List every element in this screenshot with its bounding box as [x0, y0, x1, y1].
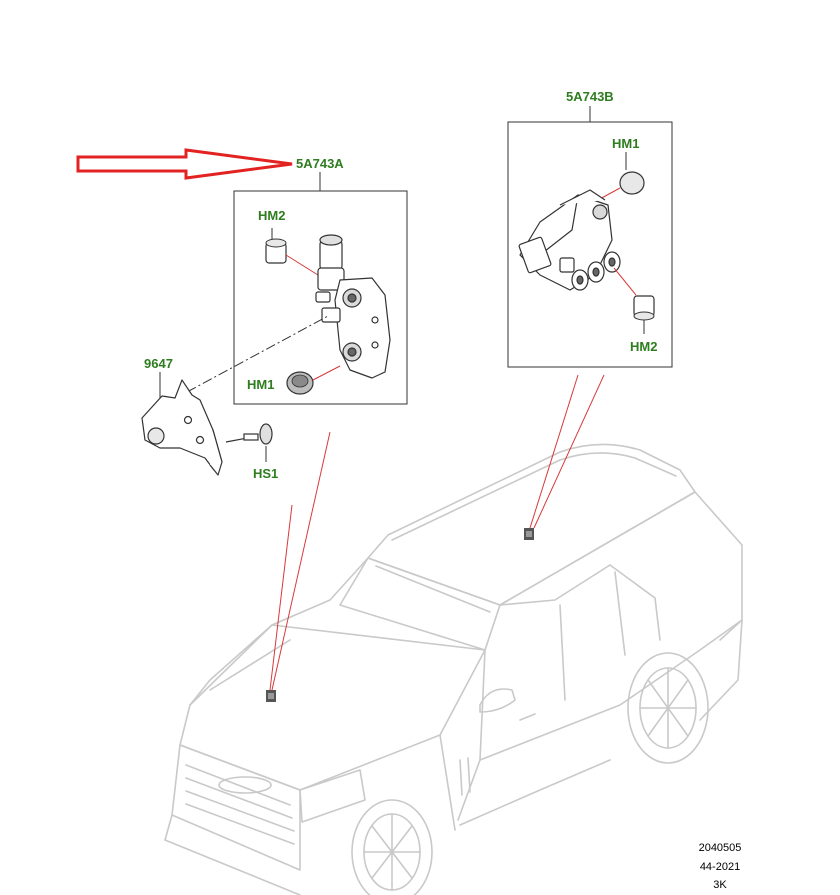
red-outline-arrow-icon	[76, 148, 293, 180]
rear-location-marker-icon	[524, 528, 534, 540]
valve-block-icon	[518, 189, 621, 291]
screw-code: HS1	[253, 466, 279, 481]
screw-icon	[225, 423, 273, 462]
reference-date: 44-2021	[699, 861, 741, 873]
rear-hm2-label: HM2	[630, 339, 658, 354]
valve-block-icon	[315, 234, 391, 379]
front-hm1-label: HM1	[247, 377, 275, 392]
front-location-marker-icon	[266, 690, 276, 702]
rear-valve-block-frame	[507, 106, 673, 368]
rubber-mount-icon	[286, 365, 341, 395]
rear-valve-block-code: 5A743B	[566, 89, 614, 104]
bracket-code: 9647	[144, 356, 173, 371]
rear-hm1-label: HM1	[612, 136, 640, 151]
front-valve-block-code: 5A743A	[296, 156, 344, 171]
rubber-mount-icon	[597, 152, 645, 201]
location-leader-lines	[269, 374, 605, 691]
front-valve-block-frame	[233, 172, 408, 405]
rubber-mount-icon	[613, 267, 655, 334]
front-hm2-label: HM2	[258, 208, 286, 223]
suv-outline-icon	[164, 443, 743, 895]
mounting-bracket-icon	[141, 372, 223, 476]
reference-number: 2040505	[698, 842, 742, 854]
rubber-mount-icon	[265, 228, 319, 276]
reference-suffix: 3K	[713, 879, 727, 891]
assembly-line	[186, 315, 329, 393]
